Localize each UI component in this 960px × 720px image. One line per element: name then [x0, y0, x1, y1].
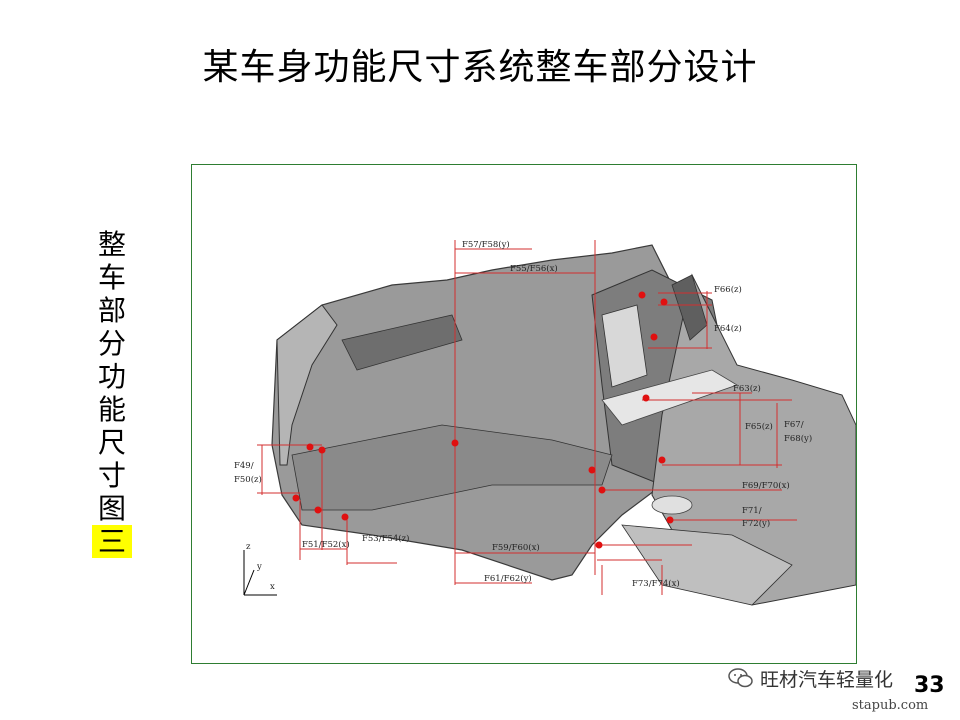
dim-label: F73/F74(x)	[632, 578, 680, 589]
measurement-points	[292, 291, 674, 549]
measure-point	[341, 513, 349, 521]
side-label-char: 车	[97, 261, 126, 294]
side-label-char: 图	[97, 492, 126, 525]
measure-point	[666, 516, 674, 524]
dim-label: F66(z)	[714, 284, 742, 295]
side-label-char: 寸	[97, 459, 126, 492]
dim-label: F49/	[234, 461, 254, 471]
axis-label-x: x	[270, 582, 275, 592]
measure-point	[451, 439, 459, 447]
axis-label-y: y	[256, 562, 262, 572]
dim-label: F51/F52(x)	[302, 539, 350, 550]
measure-point	[292, 494, 300, 502]
measure-point	[588, 466, 596, 474]
measure-point	[642, 394, 650, 402]
vertical-side-label: 整 车 部 分 功 能 尺 寸 图 三	[92, 228, 132, 558]
dim-label: F53/F54(z)	[362, 533, 409, 544]
measure-point	[658, 456, 666, 464]
front-rail	[276, 304, 338, 466]
car-body-dimension-figure: F57/F58(y) F55/F56(x) F66(z) F64(z) F63(…	[191, 164, 857, 664]
measure-point	[650, 333, 658, 341]
measure-point	[638, 291, 646, 299]
dim-label: F71/	[742, 506, 762, 516]
side-label-char: 功	[97, 360, 126, 393]
dim-label: F55/F56(x)	[510, 263, 558, 274]
side-label-char: 部	[97, 294, 126, 327]
side-label-highlighted-char: 三	[92, 525, 132, 558]
watermark-text: 旺材汽车轻量化	[760, 668, 894, 691]
measure-point	[595, 541, 603, 549]
dim-label: F68(y)	[784, 433, 812, 444]
site-url: stapub.com	[852, 698, 929, 713]
dim-label: F63(z)	[733, 383, 761, 394]
dim-label: F72(y)	[742, 518, 770, 529]
dim-label: F64(z)	[714, 323, 742, 334]
side-label-char: 分	[97, 327, 126, 360]
side-label-char: 尺	[97, 426, 126, 459]
measure-point	[306, 443, 314, 451]
panel-opening	[601, 304, 648, 388]
roof-rail	[601, 369, 738, 426]
dim-label: F61/F62(y)	[484, 573, 532, 584]
side-body	[651, 273, 856, 606]
page-number: 33	[914, 673, 945, 698]
dim-label: F50(z)	[234, 474, 262, 485]
wechat-icon	[728, 668, 753, 688]
dim-label: F69/F70(x)	[742, 480, 790, 491]
lower-rail	[291, 424, 613, 511]
measure-point	[314, 506, 322, 514]
slide-title: 某车身功能尺寸系统整车部分设计	[202, 47, 758, 88]
car-body-diagram: F57/F58(y) F55/F56(x) F66(z) F64(z) F63(…	[234, 239, 856, 606]
dim-label: F57/F58(y)	[462, 239, 510, 250]
measure-point	[660, 298, 668, 306]
cross-member	[341, 314, 463, 371]
measure-point	[318, 446, 326, 454]
coordinate-axes	[243, 550, 277, 596]
dim-label: F67/	[784, 420, 804, 430]
y-axis	[243, 569, 255, 596]
side-label-char: 整	[97, 228, 126, 261]
dim-label: F59/F60(x)	[492, 542, 540, 553]
floor-hole	[651, 495, 693, 515]
car-body-shape	[271, 244, 856, 606]
dim-label: F65(z)	[745, 421, 773, 432]
side-label-char: 能	[97, 393, 126, 426]
measure-point	[598, 486, 606, 494]
axis-label-z: z	[246, 542, 251, 552]
dimension-lines	[257, 240, 797, 595]
watermark: 旺材汽车轻量化	[728, 664, 893, 692]
